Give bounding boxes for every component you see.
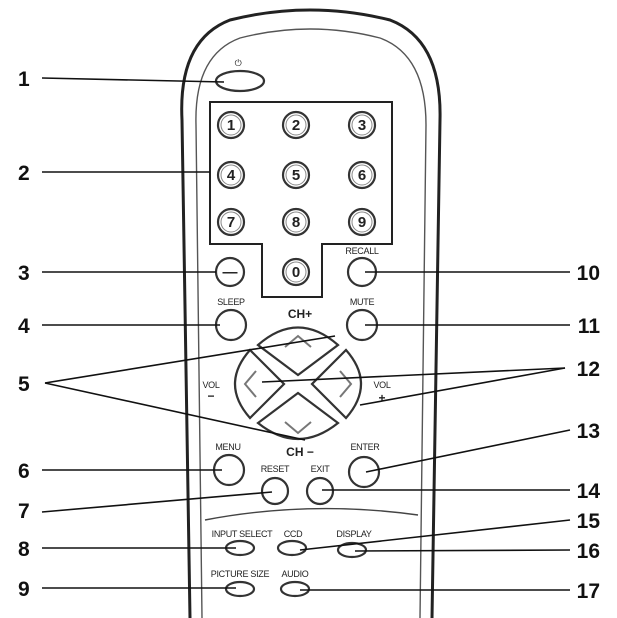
digit-button[interactable]	[347, 110, 377, 140]
digit-button[interactable]	[281, 257, 311, 287]
ccd-button[interactable]	[276, 539, 308, 557]
menu-label: MENU	[215, 442, 240, 452]
digit-button-ring	[285, 211, 307, 233]
ch-up-button[interactable]	[256, 326, 340, 377]
picture-size-button[interactable]	[224, 580, 256, 598]
left-arrow-icon	[243, 370, 257, 398]
callout-number: 4	[18, 315, 30, 338]
digit-button[interactable]	[281, 207, 311, 237]
ch-plus-label: CH+	[288, 307, 312, 321]
callout-number: 9	[18, 578, 30, 601]
vol-up-button[interactable]	[310, 348, 363, 420]
down-arrow-icon	[284, 421, 312, 435]
sleep-button[interactable]	[214, 308, 248, 342]
right-arrow-icon	[339, 370, 353, 398]
digit-button[interactable]	[281, 160, 311, 190]
exit-label: EXIT	[311, 464, 331, 474]
digit-button-ring	[285, 114, 307, 136]
ccd-label: CCD	[284, 529, 303, 539]
digit-label: 1	[227, 117, 235, 134]
power-button[interactable]	[214, 69, 266, 93]
digit-button-ring	[220, 164, 242, 186]
leader-line	[41, 491, 273, 513]
vol-down-button[interactable]	[233, 348, 286, 420]
callout-number: 8	[18, 538, 30, 561]
callout-number: 14	[577, 480, 601, 503]
digit-button[interactable]	[347, 160, 377, 190]
digit-button-ring	[285, 164, 307, 186]
callout-number: 1	[18, 68, 30, 91]
digit-button[interactable]	[281, 110, 311, 140]
callout-number: 13	[577, 420, 600, 443]
digit-label: 2	[292, 117, 300, 134]
leader-line	[261, 367, 566, 383]
picture-size-label: PICTURE SIZE	[211, 569, 270, 579]
enter-label: ENTER	[350, 442, 380, 452]
leader-line	[365, 429, 571, 473]
callout-number: 10	[577, 262, 600, 285]
digit-button-ring	[351, 211, 373, 233]
mute-label: MUTE	[350, 297, 375, 307]
vol-plus-sign: +	[378, 391, 385, 405]
leader-line	[44, 335, 336, 384]
remote-inner-outline	[195, 28, 427, 618]
leader-line	[359, 367, 566, 406]
reset-label: RESET	[261, 464, 290, 474]
digit-button[interactable]	[216, 160, 246, 190]
digit-label: 7	[227, 214, 235, 231]
digit-button[interactable]	[216, 110, 246, 140]
ch-minus-label: CH −	[286, 445, 314, 459]
digit-label: 0	[292, 264, 300, 281]
sleep-label: SLEEP	[217, 297, 245, 307]
digit-button-ring	[220, 114, 242, 136]
power-icon: ⏻	[235, 58, 242, 68]
digit-button[interactable]	[347, 207, 377, 237]
exit-button[interactable]	[305, 476, 335, 506]
vol-minus-label: VOL	[202, 380, 219, 390]
recall-label: RECALL	[345, 246, 379, 256]
callout-number: 16	[577, 540, 600, 563]
callout-number: 12	[577, 358, 600, 381]
callout-number: 11	[578, 315, 601, 338]
digit-label: 5	[292, 167, 300, 184]
reset-button[interactable]	[260, 476, 290, 506]
digit-label: 3	[358, 117, 366, 134]
callout-number: 5	[18, 373, 30, 396]
number-pad-frame	[209, 101, 393, 298]
digit-label: 4	[227, 167, 236, 184]
callout-number: 2	[18, 162, 30, 185]
digit-button-ring	[285, 261, 307, 283]
callout-number: 7	[18, 500, 30, 523]
display-button[interactable]	[336, 541, 368, 559]
digit-label: 8	[292, 214, 300, 231]
digit-button-ring	[351, 114, 373, 136]
digit-button[interactable]	[216, 207, 246, 237]
digit-button-ring	[351, 164, 373, 186]
digit-button-ring	[220, 211, 242, 233]
ch-down-button[interactable]	[256, 391, 340, 441]
input-select-label: INPUT SELECT	[212, 529, 274, 539]
vol-plus-label: VOL	[373, 380, 390, 390]
enter-button[interactable]	[347, 455, 381, 489]
audio-button[interactable]	[279, 580, 311, 598]
remote-divider	[204, 507, 419, 521]
callout-number: 15	[577, 510, 601, 533]
callout-number: 3	[18, 262, 30, 285]
callout-number: 6	[18, 460, 30, 483]
display-label: DISPLAY	[336, 529, 372, 539]
digit-label: 9	[358, 214, 366, 231]
dash-label: —	[223, 264, 238, 281]
leader-line	[41, 77, 225, 83]
leader-line	[299, 519, 571, 551]
leader-line	[44, 382, 306, 441]
remote-body-outline	[180, 8, 442, 618]
audio-label: AUDIO	[281, 569, 308, 579]
leader-line	[354, 549, 571, 552]
vol-minus-sign: −	[207, 389, 214, 403]
callout-number: 17	[577, 580, 600, 603]
digit-label: 6	[358, 167, 366, 184]
